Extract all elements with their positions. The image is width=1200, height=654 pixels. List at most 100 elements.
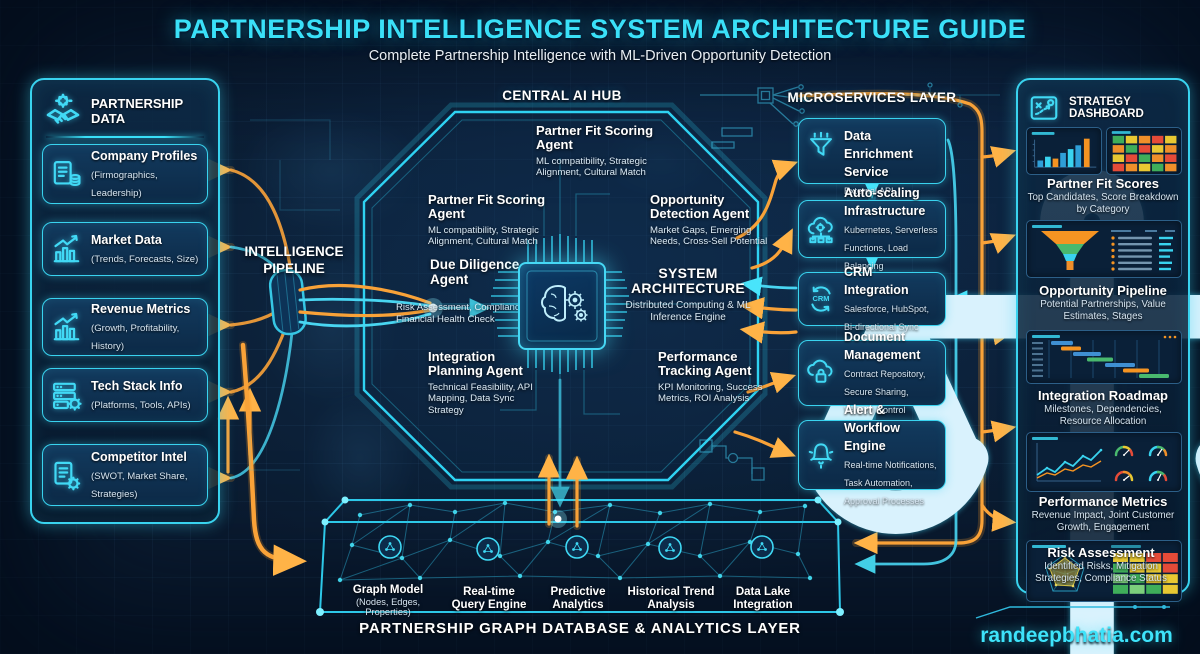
data-source-market-data: Market Data (Trends, Forecasts, Size) [42,222,208,276]
graph-layer-footer: PARTNERSHIP GRAPH DATABASE & ANALYTICS L… [359,620,801,637]
documents-stack-icon [50,158,83,191]
graph-node-trend-analysis: Historical Trend Analysis [622,586,720,612]
world-map-backdrop [235,105,425,235]
system-architecture-details: Distributed Computing & ML Inference Eng… [625,300,751,324]
card-title: Performance Metrics [1038,494,1168,509]
card-title: Partner Fit Scores [1047,176,1159,191]
item-subtitle: (Growth, Profitability, History) [91,323,180,352]
graph-node-predictive-analytics: Predictive Analytics [534,586,622,612]
brain-chip-icon [518,262,606,350]
service-title: CRM Integration [844,265,909,297]
graph-node-title: Historical Trend Analysis [627,586,715,612]
card-title: Opportunity Pipeline [1039,283,1167,298]
world-map-backdrop [300,385,420,530]
item-title: Market Data [91,233,162,247]
data-source-tech-stack: Tech Stack Info (Platforms, Tools, APIs) [42,368,208,422]
card-subtitle: Top Candidates, Score Breakdown by Categ… [1027,192,1179,216]
graph-node-data-lake: Data Lake Integration [722,586,804,612]
bell-icon [806,440,836,470]
data-source-competitor-intel: Competitor Intel (SWOT, Market Share, St… [42,444,208,506]
agent-details: ML compatibility, Strategic Alignment, C… [428,224,539,248]
watermark-circuit-line [975,605,1170,619]
service-title: Alert & Workflow Engine [844,403,901,453]
card-subtitle: Revenue Impact, Joint Customer Growth, E… [1031,510,1175,534]
microservice-alert-workflow: Alert & Workflow Engine Real-time Notifi… [798,403,946,506]
crm-sync-icon: CRM [806,284,836,314]
crm-icon-label: CRM [812,294,830,303]
integration-gantt-thumbnail [1026,330,1182,384]
data-source-company-profiles: Company Profiles (Firmographics, Leaders… [42,144,208,204]
microservice-data-enrichment: Data Enrichment Service External API Con… [798,118,946,250]
item-title: Competitor Intel [91,450,187,464]
card-title: Integration Roadmap [1037,388,1168,403]
world-map-backdrop [600,120,720,200]
graph-node-title: Graph Model [352,584,424,596]
agent-details: Risk Assessment, Compliance, Financial H… [396,302,528,325]
agent-title: Opportunity Detection Agent [650,192,750,222]
item-title: Tech Stack Info [91,379,183,393]
card-subtitle: Potential Partnerships, Value Estimates,… [1040,299,1166,323]
microservices-header: MICROSERVICES LAYER [787,90,957,105]
agent-title: Partner Fit Scoring Agent [428,192,546,222]
service-title: Data Enrichment Service [844,129,913,179]
item-subtitle: (Platforms, Tools, APIs) [91,400,191,411]
service-title: Auto-scaling Infrastructure [844,186,926,218]
server-gear-icon [50,379,83,412]
microservice-crm-integration: CRM CRM Integration Salesforce, HubSpot,… [798,265,946,332]
agent-title: Partner Fit Scoring Agent [536,123,654,153]
graph-node-icons [378,535,774,561]
graph-node-subtitle: (Nodes, Edges, Properties) [355,597,421,618]
item-title: Company Profiles [91,149,198,163]
page-title: PARTNERSHIP INTELLIGENCE SYSTEM ARCHITEC… [173,14,1027,44]
data-source-revenue-metrics: Revenue Metrics (Growth, Profitability, … [42,298,208,356]
handshake-gear-icon [44,92,82,130]
card-subtitle: Milestones, Dependencies, Resource Alloc… [1044,404,1162,428]
card-subtitle: Identified Risks, Mitigation Strategies,… [1035,561,1167,585]
partner-fit-heatmap-thumbnail [1106,127,1182,175]
agent-details: ML compatibility, Strategic Alignment, C… [536,155,647,179]
risk-assessment-thumbnail [1026,540,1182,602]
strategy-dashboard-panel: STRATEGY DASHBOARD Partner Fit Scores To… [1016,78,1190,602]
partnership-data-panel: PARTNERSHIP DATA Company Profiles (Firmo… [30,78,220,524]
chart-trend-icon [50,233,83,266]
agent-title: Integration Planning Agent [428,349,523,379]
graph-node-query-engine: Real-time Query Engine [446,586,532,612]
item-subtitle: (Trends, Forecasts, Size) [91,254,199,265]
chart-trend-icon [50,311,83,344]
graph-node-title: Data Lake Integration [733,586,793,612]
pipeline-label-line2: PIPELINE [263,260,325,276]
service-title: Document Management [844,330,921,362]
strategy-plan-icon [1028,92,1060,124]
system-architecture-title: SYSTEM ARCHITECTURE [630,265,746,297]
partner-fit-bar-chart-thumbnail [1026,127,1102,175]
partnership-data-header: PARTNERSHIP DATA [91,96,183,126]
performance-metrics-thumbnail [1026,432,1182,492]
card-title: Risk Assessment [1047,545,1155,560]
agent-title: Due Diligence Agent [430,257,520,287]
graph-node-title: Real-time Query Engine [451,586,527,612]
item-subtitle: (Firmographics, Leadership) [91,170,158,199]
opportunity-funnel-thumbnail [1026,220,1182,278]
microservice-autoscaling: Auto-scaling Infrastructure Kubernetes, … [798,186,946,271]
central-hub-header: CENTRAL AI HUB [502,88,622,103]
page-subtitle: Complete Partnership Intelligence with M… [368,48,832,64]
microservice-document-management: Document Management Contract Repository,… [798,330,946,415]
document-gear-icon [50,459,83,492]
agent-details: KPI Monitoring, Success Metrics, ROI Ana… [658,381,763,405]
agent-details: Market Gaps, Emerging Needs, Cross-Sell … [650,224,768,248]
service-subtitle: Real-time Notifications, Task Automation… [844,460,937,506]
watermark-link[interactable]: randeepbhatia.com [980,624,1173,647]
cloud-lock-icon [806,358,836,388]
dashboard-header: STRATEGY DASHBOARD [1069,96,1144,120]
funnel-icon [806,131,836,161]
agent-title: Performance Tracking Agent [658,349,752,379]
item-title: Revenue Metrics [91,302,191,316]
graph-node-graph-model: Graph Model (Nodes, Edges, Properties) [334,584,442,617]
cloud-gear-icon [806,214,836,244]
intelligence-pipeline-label: INTELLIGENCE PIPELINE [230,244,358,278]
graph-node-title: Predictive Analytics [550,586,606,612]
pipeline-label-line1: INTELLIGENCE [244,244,344,259]
circuit-decoration [249,82,1000,481]
item-subtitle: (SWOT, Market Share, Strategies) [91,471,188,500]
